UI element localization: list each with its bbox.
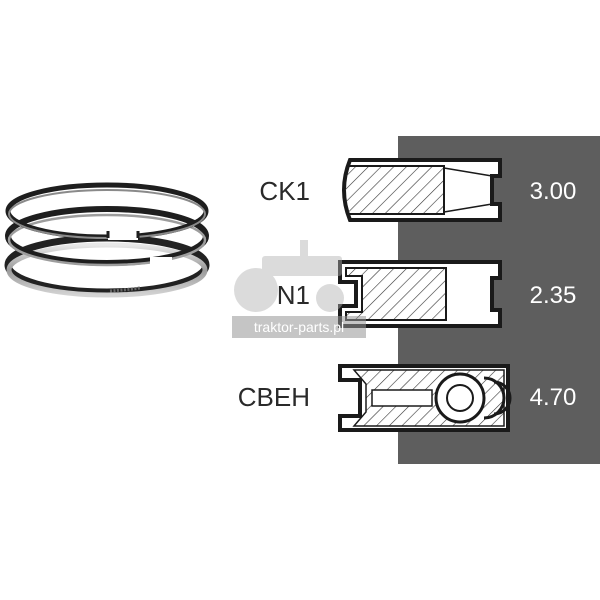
ring-label-cbeh: CBEH [237, 382, 310, 412]
ring-size-n1: 2.35 [529, 282, 577, 309]
piston-rings-photo [4, 182, 210, 298]
ring-label-ck1: CK1 [259, 176, 310, 206]
ring-label-n1: N1 [276, 280, 310, 310]
ring-size-ck1: 3.00 [529, 178, 577, 205]
ring-profile-n1 [338, 260, 502, 328]
ring-profile-cbeh [338, 364, 512, 432]
ring-size-cbeh: 4.70 [529, 384, 577, 411]
ring-profile-ck1 [342, 158, 502, 222]
watermark-text: traktor-parts.pl [232, 316, 366, 338]
watermark-logo [234, 240, 344, 312]
